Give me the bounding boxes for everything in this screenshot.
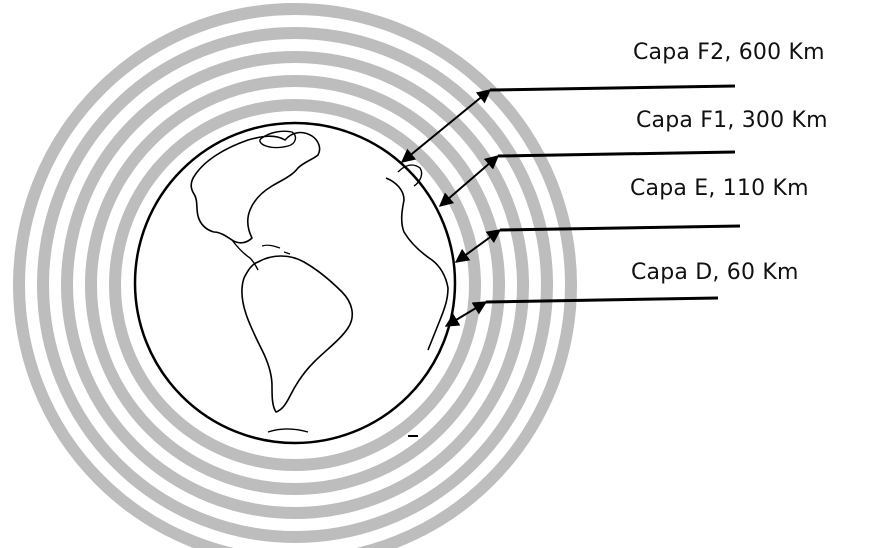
label-capa-f1: Capa F1, 300 Km xyxy=(636,108,828,133)
label-capa-d: Capa D, 60 Km xyxy=(631,260,799,285)
earth-globe xyxy=(135,123,455,443)
label-capa-f2: Capa F2, 600 Km xyxy=(633,40,825,65)
leader-line-f2 xyxy=(490,86,735,90)
label-capa-e: Capa E, 110 Km xyxy=(630,176,809,201)
